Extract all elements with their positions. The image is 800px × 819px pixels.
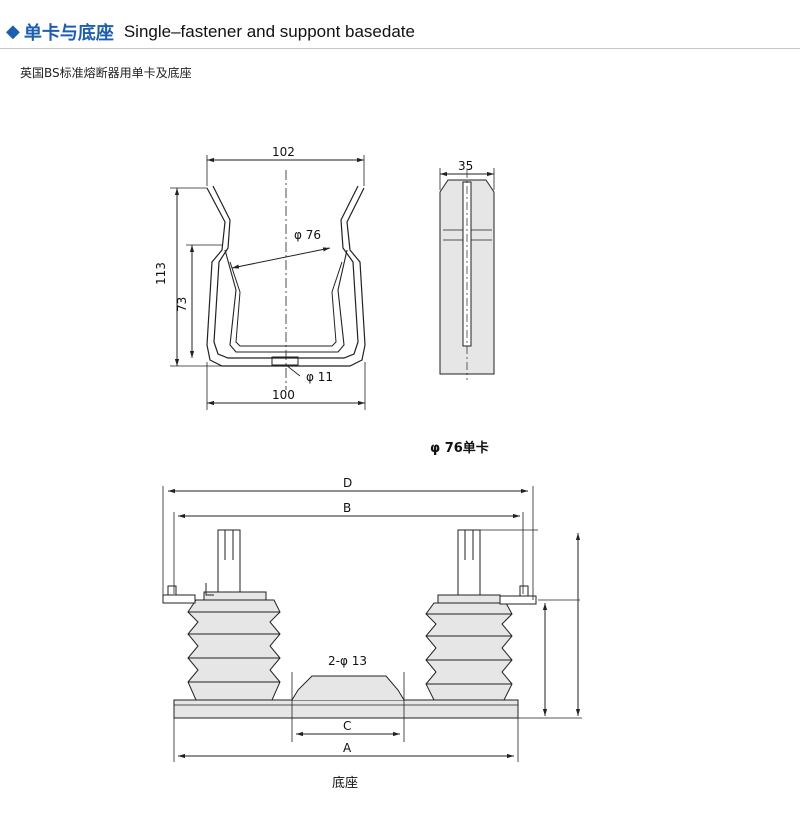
base-caption: 底座 [332, 775, 358, 791]
fastener-front-view [170, 155, 366, 410]
dim-hole: φ 11 [306, 370, 333, 384]
dim-holes: 2-φ 13 [328, 654, 367, 668]
dim-height-total: 113 [154, 262, 168, 285]
dim-side-width: 35 [458, 159, 473, 173]
page-subtitle: 英国BS标准熔断器用单卡及底座 [20, 66, 192, 80]
dim-height-inner: 73 [175, 297, 189, 312]
dim-width-top: 102 [272, 145, 295, 159]
fastener-caption: φ 76单卡 [430, 440, 489, 456]
section-title-en: Single–fastener and suppont basedate [123, 22, 415, 41]
section-title-cn: 单卡与底座 [23, 23, 114, 44]
dim-d: D [343, 476, 352, 490]
dim-width-bottom: 100 [272, 388, 295, 402]
dim-b: B [343, 501, 351, 515]
header-divider [0, 48, 800, 49]
section-header: ◆ 单卡与底座 Single–fastener and suppont base… [6, 18, 415, 46]
base-assembly-view [162, 486, 582, 762]
dim-diameter: φ 76 [294, 228, 321, 242]
right-insulator [425, 529, 538, 701]
fastener-side-view [439, 168, 495, 380]
dim-a: A [343, 741, 352, 755]
dim-c: C [343, 719, 351, 733]
left-insulator [187, 529, 281, 701]
diamond-bullet-icon: ◆ [6, 21, 20, 42]
